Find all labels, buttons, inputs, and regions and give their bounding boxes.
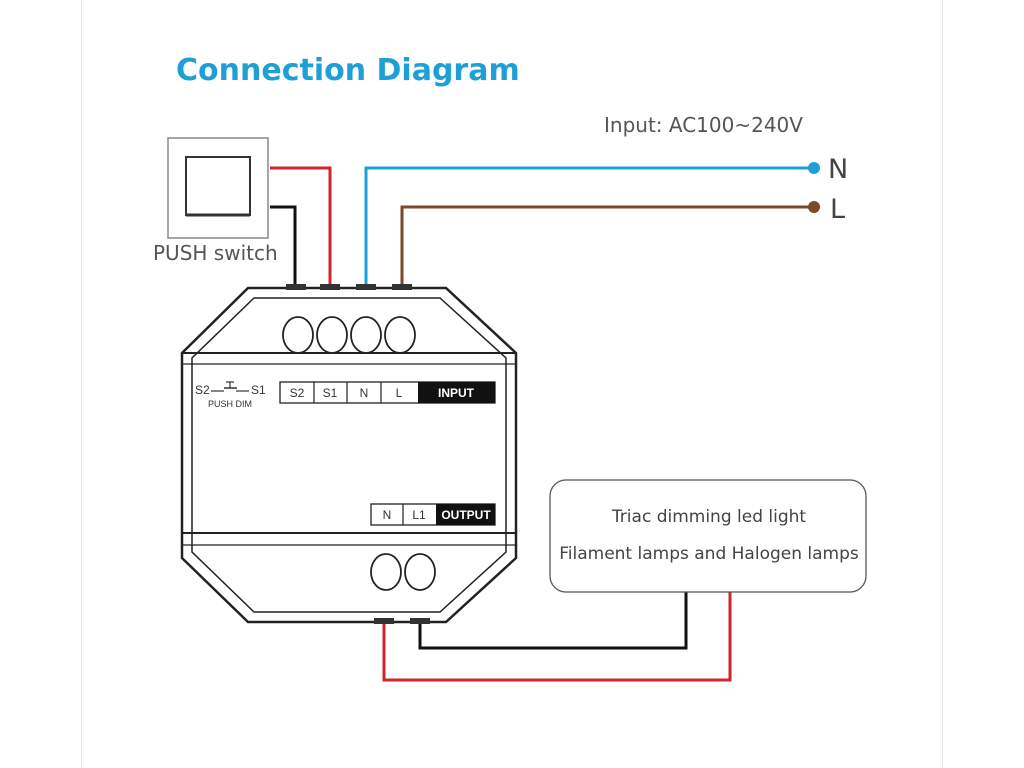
load-box: Triac dimming led light Filament lamps a… [549,479,867,593]
input-strip-label: INPUT [438,386,475,400]
output-terminal-n: N [383,508,392,522]
input-terminal-strip: S2 S1 N L INPUT [279,381,496,404]
output-red-wire [382,592,732,682]
load-line-1: Triac dimming led light [611,507,806,527]
push-dim-symbol: S2 S1 PUSH DIM [195,381,266,409]
push-s2-label: S2 [195,383,210,397]
neutral-terminal-dot [808,162,820,174]
diagram-title: Connection Diagram [176,53,520,88]
load-line-2: Filament lamps and Halogen lamps [559,544,859,564]
switch-red-wire [270,166,332,288]
input-terminal-n: N [360,386,369,400]
input-terminal-s1: S1 [323,386,338,400]
neutral-wire [364,166,814,288]
push-switch [167,137,269,239]
neutral-line-label: N [828,154,848,185]
input-voltage-label: Input: AC100~240V [604,113,803,137]
live-wire [400,205,814,288]
push-dim-label: PUSH DIM [208,399,252,409]
push-switch-label: PUSH switch [153,241,278,265]
output-black-wire [418,592,688,650]
switch-black-wire [270,205,297,288]
output-terminal-strip: N L1 OUTPUT [370,503,496,526]
output-strip-label: OUTPUT [441,508,491,522]
dimmer-module [180,284,518,624]
live-line-label: L [830,194,845,225]
output-terminal-l1: L1 [412,508,426,522]
input-terminal-s2: S2 [290,386,305,400]
live-terminal-dot [808,201,820,213]
push-s1-label: S1 [251,383,266,397]
input-terminal-l: L [396,386,403,400]
